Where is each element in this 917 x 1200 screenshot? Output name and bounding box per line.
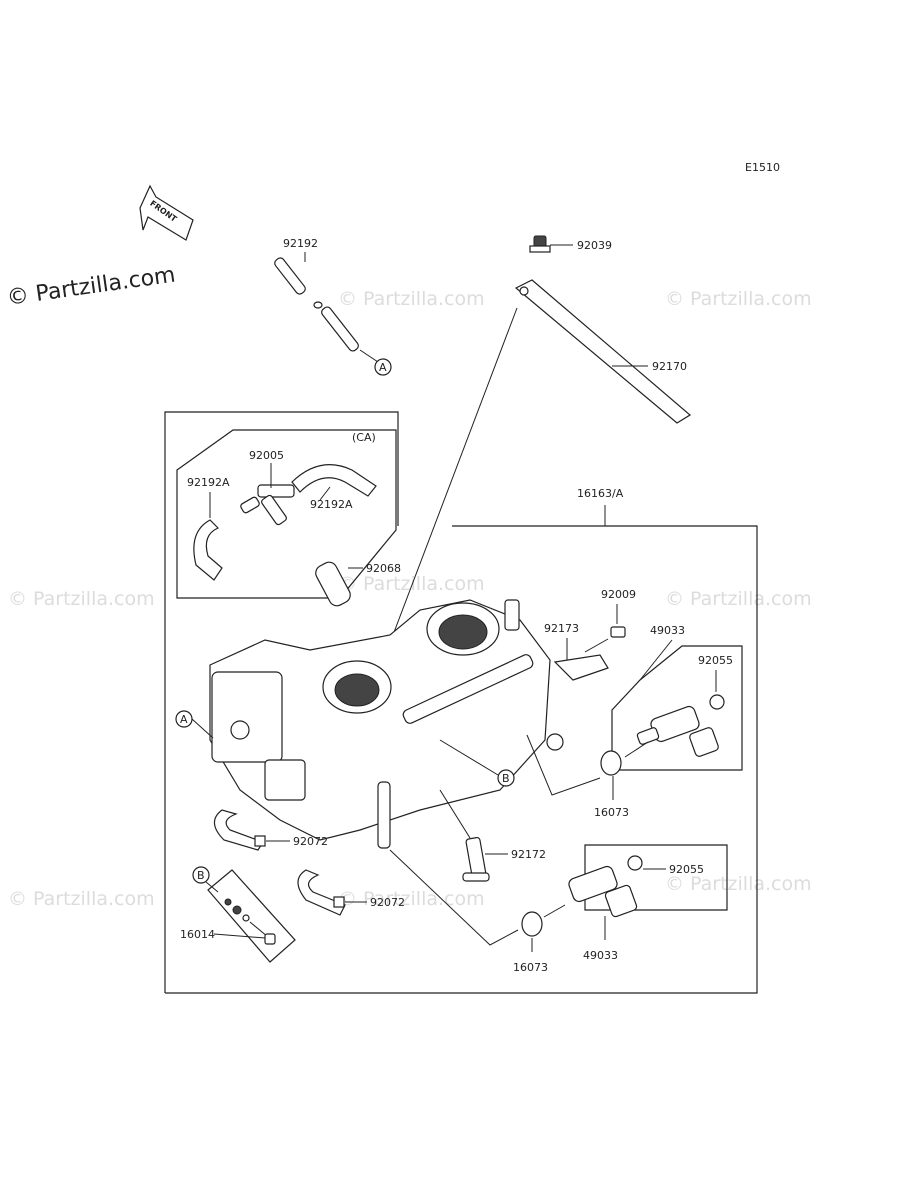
watermark: © Partzilla.com — [665, 288, 812, 310]
ref-circle-a — [374, 358, 392, 376]
clip-92173 — [553, 654, 609, 681]
part-label-49033-bottom: 49033 — [583, 949, 618, 962]
strap-92170 — [514, 279, 692, 424]
cap-92068 — [315, 561, 351, 607]
watermark: © Partzilla.com — [665, 873, 812, 895]
part-label-16163A: 16163/A — [577, 487, 624, 500]
part-label-92172: 92172 — [511, 848, 546, 861]
part-label-92009: 92009 — [601, 588, 636, 601]
ref-a: A — [379, 361, 387, 374]
watermark: © Partzilla.com — [338, 888, 485, 910]
seal-16073-bottom — [521, 911, 543, 937]
injector-49033-top — [636, 705, 719, 757]
injector-box-top — [611, 645, 743, 771]
bolt-92009 — [610, 626, 626, 638]
part-label-92055-bottom: 92055 — [669, 863, 704, 876]
watermark: © Partzilla.com — [8, 588, 155, 610]
watermark-main: © Partzilla.com — [5, 263, 177, 311]
front-arrow-icon: FRONT — [139, 184, 194, 241]
part-label-92072-a: 92072 — [293, 835, 328, 848]
injector-49033-bottom — [568, 865, 638, 918]
part-label-92055-top: 92055 — [698, 654, 733, 667]
watermark: © Partzilla.com — [338, 573, 485, 595]
tee-fitting-92005 — [240, 484, 295, 526]
band-92072-b — [297, 869, 346, 916]
watermark: © Partzilla.com — [665, 588, 812, 610]
ref-circle-b2 — [192, 866, 210, 884]
part-label-92192A-left: 92192A — [187, 476, 230, 489]
part-label-16073-top: 16073 — [594, 806, 629, 819]
screw-kit-box — [207, 869, 296, 963]
o-ring-92055-top — [709, 694, 725, 710]
ref-circle-b — [497, 769, 515, 787]
o-ring-92055-bottom — [627, 855, 643, 871]
part-label-92173: 92173 — [544, 622, 579, 635]
ref-b: B — [502, 772, 510, 785]
part-label-92072-b: 92072 — [370, 896, 405, 909]
part-label-92039: 92039 — [577, 239, 612, 252]
part-label-49033-top: 49033 — [650, 624, 685, 637]
part-label-92170: 92170 — [652, 360, 687, 373]
diagram-code: E1510 — [745, 161, 780, 174]
part-label-16014: 16014 — [180, 928, 215, 941]
watermark: © Partzilla.com — [338, 288, 485, 310]
ca-box — [176, 429, 397, 599]
ref-a: A — [180, 713, 188, 726]
assembly-frame — [164, 411, 399, 993]
ref-b: B — [197, 869, 205, 882]
part-label-92192A-right: 92192A — [310, 498, 353, 511]
throttle-body-16163 — [209, 599, 564, 849]
hose-92192a-right — [291, 464, 377, 497]
part-label-92192: 92192 — [283, 237, 318, 250]
seal-16073-top — [600, 750, 622, 776]
injector-box-bottom — [584, 844, 728, 911]
part-label-92068: 92068 — [366, 562, 401, 575]
watermarks: © Partzilla.com © Partzilla.com © Partzi… — [8, 288, 812, 910]
screw-16014 — [224, 898, 276, 945]
hose-92192a-left — [193, 519, 223, 581]
bolt-92172 — [462, 836, 490, 882]
part-label-16073-bottom: 16073 — [513, 961, 548, 974]
watermark: © Partzilla.com — [8, 888, 155, 910]
part-label-92005: 92005 — [249, 449, 284, 462]
hose-92192 — [274, 257, 359, 352]
screw-92039 — [529, 235, 551, 253]
ca-label: (CA) — [352, 431, 376, 444]
